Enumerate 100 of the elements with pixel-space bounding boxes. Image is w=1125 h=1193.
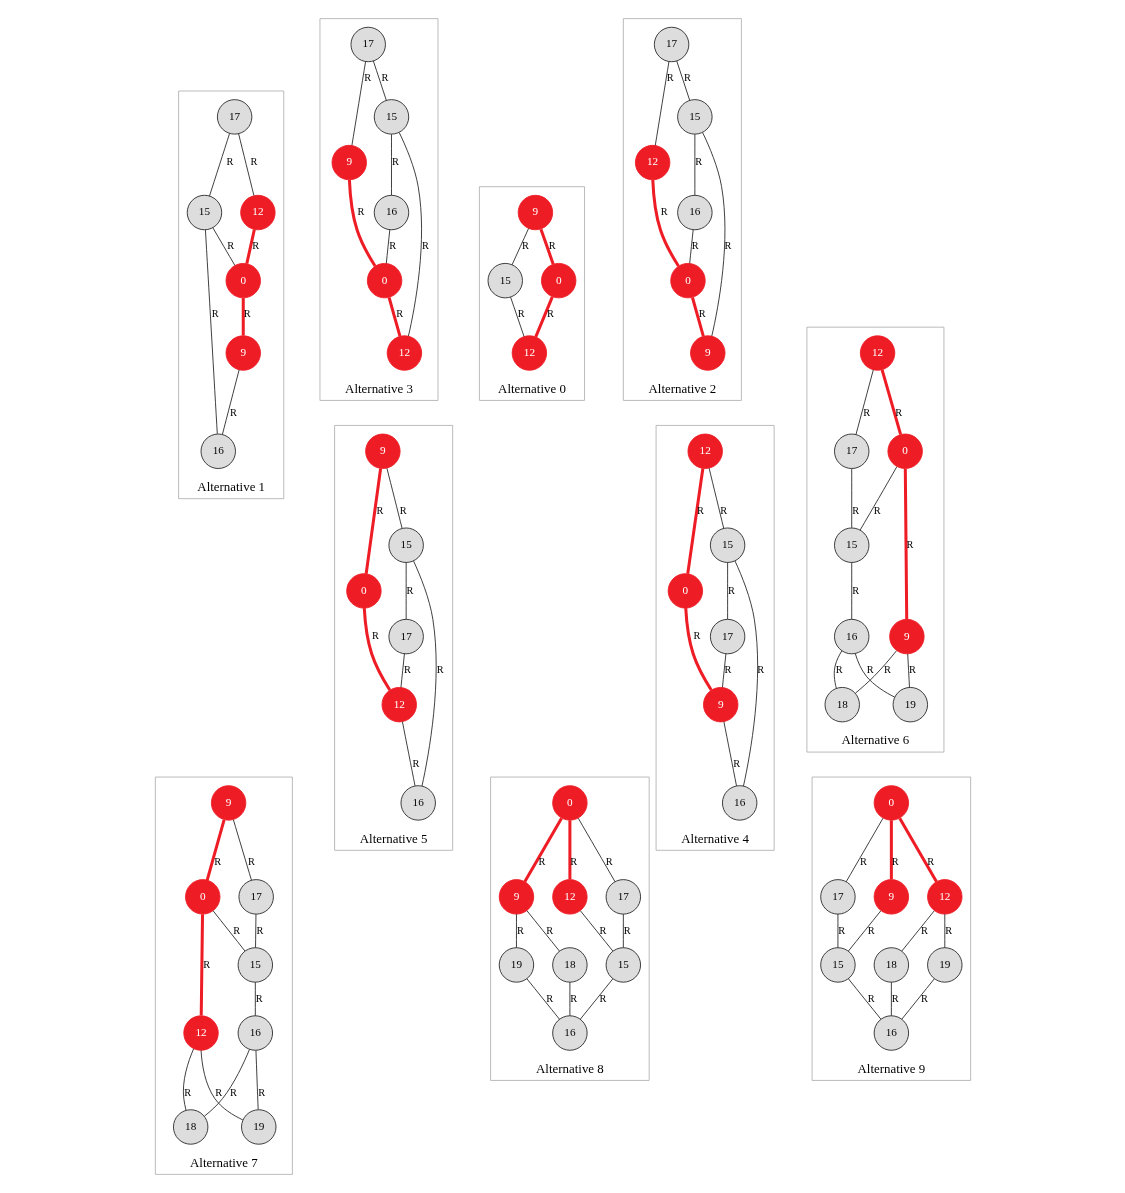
node-circle: 17 — [216, 99, 252, 135]
connector — [880, 369, 902, 435]
node-circle: 17 — [833, 433, 869, 469]
connector — [533, 296, 554, 338]
connector — [579, 910, 613, 952]
edge-label: R — [521, 240, 529, 252]
node-circle: 9 — [364, 433, 401, 469]
connector — [526, 910, 560, 952]
node-circle: 12 — [511, 335, 547, 371]
connector — [205, 819, 226, 881]
connector — [511, 228, 529, 266]
connector — [622, 913, 624, 949]
edge-label: R — [851, 584, 859, 596]
connector — [515, 913, 517, 949]
connector — [203, 1049, 250, 1117]
edge-label: R — [399, 504, 407, 516]
edge-label: R — [851, 504, 859, 516]
edge-label: R — [724, 664, 731, 676]
connector — [675, 60, 690, 101]
node-circle: 0 — [551, 785, 588, 821]
edge-label: R — [862, 406, 870, 418]
edge-label: R — [548, 240, 556, 252]
edge-label: R — [894, 406, 902, 418]
connector — [850, 562, 852, 620]
edge-label: R — [569, 992, 577, 1004]
node-circle: 9 — [517, 194, 553, 231]
connector — [685, 468, 704, 574]
connector — [688, 229, 694, 264]
edge-label: R — [698, 308, 706, 320]
connector — [855, 369, 874, 435]
edge-label: R — [732, 758, 740, 770]
node-circle: 18 — [551, 947, 588, 983]
edge-label: R — [837, 924, 845, 936]
connector — [221, 369, 240, 435]
node-circle: 0 — [184, 879, 220, 915]
node-circle: 16 — [551, 1015, 588, 1051]
node-circle: 12 — [386, 335, 422, 371]
edge-label: R — [406, 584, 413, 596]
node-circle: 17 — [238, 879, 274, 915]
edge-label: R — [395, 308, 403, 320]
edge-label: R — [835, 664, 843, 676]
node-circle: 12 — [634, 144, 670, 181]
connector — [690, 297, 705, 337]
node-circle: 0 — [345, 573, 382, 609]
connector — [182, 1048, 194, 1111]
connector — [734, 560, 758, 787]
connector — [900, 910, 935, 952]
connector — [900, 978, 935, 1020]
connector — [244, 229, 256, 264]
connector — [903, 468, 908, 620]
edge-label: R — [255, 992, 263, 1004]
node-circle: 19 — [926, 947, 962, 983]
edge-label: R — [391, 156, 399, 168]
edge-label: R — [403, 664, 411, 676]
node-circle: 16 — [237, 1015, 273, 1051]
connector — [847, 978, 881, 1020]
edge-label: R — [623, 924, 631, 936]
edge-label: R — [229, 1086, 237, 1098]
node-circle: 0 — [887, 433, 923, 469]
edge-label: R — [388, 240, 396, 252]
node-circle: 0 — [225, 262, 261, 299]
connector — [255, 1049, 259, 1110]
connector — [847, 910, 881, 952]
edge-label: R — [867, 992, 875, 1004]
edge-label: R — [920, 992, 928, 1004]
connector — [943, 913, 945, 949]
edge-label: R — [226, 240, 234, 252]
node-circle: 16 — [200, 433, 236, 469]
edge-label: R — [546, 308, 554, 320]
connector — [386, 467, 402, 529]
edge-label: R — [867, 924, 875, 936]
connector — [390, 133, 392, 196]
node-circle: 17 — [653, 26, 689, 63]
node-circle: 16 — [373, 194, 409, 231]
connector — [199, 914, 204, 1016]
connector — [241, 297, 245, 336]
node-circle: 9 — [702, 687, 738, 723]
edge-label: R — [247, 856, 255, 868]
edge-label: R — [859, 856, 867, 868]
connector — [401, 721, 415, 787]
node-circle: 9 — [498, 879, 534, 915]
node-circle: 18 — [873, 947, 909, 983]
connector — [889, 820, 893, 880]
connector — [237, 133, 254, 197]
node-circle: 17 — [388, 618, 424, 655]
connector — [385, 229, 390, 264]
node-circle: 18 — [824, 687, 860, 723]
node-circle: 16 — [400, 785, 436, 821]
edge-label: R — [537, 856, 545, 868]
edge-label: R — [908, 664, 916, 676]
node-circle: 17 — [819, 879, 856, 915]
edge-label: R — [891, 992, 899, 1004]
node-circle: 16 — [721, 785, 757, 821]
connector — [211, 227, 235, 266]
connector — [683, 608, 712, 691]
node-circle: 17 — [350, 26, 386, 63]
connector — [906, 653, 910, 688]
edge-label: R — [873, 504, 881, 516]
node-circle: 15 — [709, 527, 745, 563]
node-circle: 12 — [926, 879, 962, 915]
